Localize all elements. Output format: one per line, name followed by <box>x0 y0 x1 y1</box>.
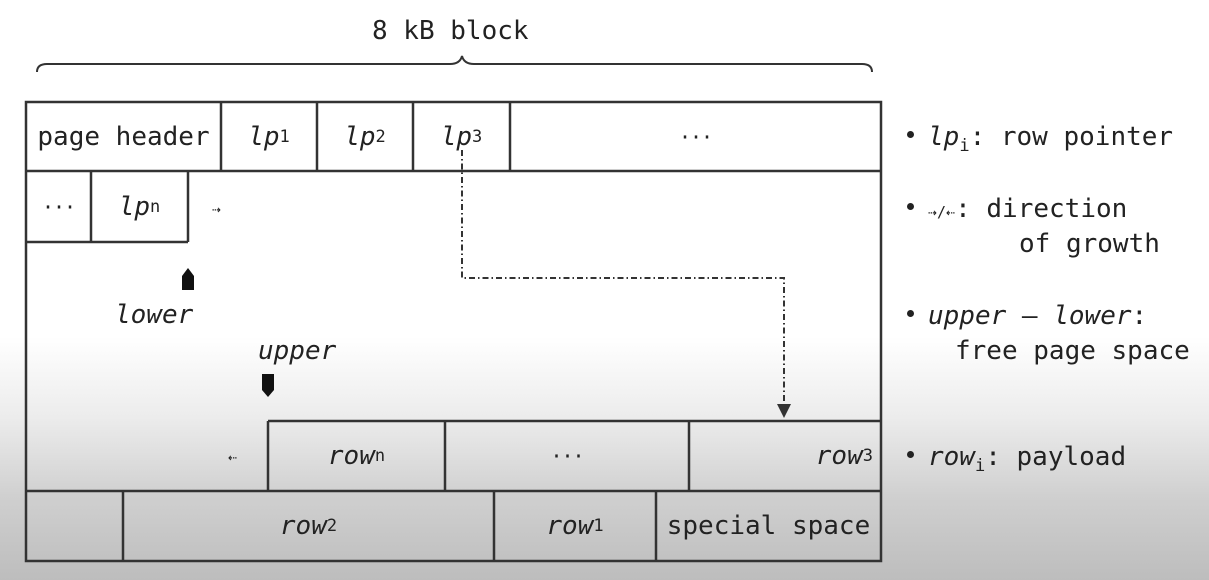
pointer-arrowhead <box>777 404 791 418</box>
special-space-label: special space <box>666 511 871 541</box>
legend-growth-direction: ⇢/⇠: direction <box>907 192 1127 230</box>
block-title: 8 kB block <box>372 16 529 46</box>
growth-left-arrow: ⇠ <box>228 448 238 466</box>
bullet-icon <box>907 203 914 210</box>
legend-free-space: upper – lower: <box>907 299 1147 334</box>
upper-label: upper <box>258 336 337 366</box>
lp1-label: lp <box>248 121 280 152</box>
rown-subscript: n <box>374 446 386 466</box>
legend-lp-desc: : row pointer <box>969 122 1174 152</box>
bullet-icon <box>907 131 914 138</box>
lp3-subscript: 3 <box>472 126 483 147</box>
page-header-label: page header <box>37 121 210 152</box>
row3-subscript: 3 <box>862 446 873 466</box>
lower-label: lower <box>115 300 194 330</box>
upper-marker <box>262 374 274 397</box>
row1-subscript: 1 <box>593 516 604 536</box>
legend-growth-desc-1: : direction <box>955 194 1128 224</box>
row2-label: row <box>279 511 327 541</box>
lp2-label: lp <box>344 121 376 152</box>
rown-label: row <box>327 441 375 471</box>
legend-row-desc: : payload <box>985 442 1127 472</box>
lp3-label: lp <box>440 121 473 152</box>
block-brace <box>36 55 873 73</box>
bullet-icon <box>907 451 914 458</box>
legend-free-space-line2: free page space <box>955 336 1190 366</box>
row2-subscript: 2 <box>326 516 338 536</box>
legend-lower: lower <box>1053 301 1132 331</box>
lower-marker <box>182 268 194 290</box>
row3-label: row <box>815 441 863 471</box>
bullet-icon <box>907 310 914 317</box>
legend-row-pointer: lpi: row pointer <box>907 120 1173 164</box>
lp3-to-row3-pointer <box>461 150 785 408</box>
rows-ellipsis-cell: ··· <box>550 444 584 468</box>
legend-growth-symbol: ⇢/⇠ <box>928 203 956 221</box>
legend-upper: upper <box>928 301 1007 331</box>
legend-payload: rowi: payload <box>907 440 1126 484</box>
lp1-subscript: 1 <box>279 126 290 147</box>
legend-growth-direction-line2: of growth <box>1019 229 1160 259</box>
block-outline <box>24 100 883 563</box>
growth-right-arrow: ⇢ <box>212 200 222 218</box>
lp-ellipsis-cell: ··· <box>41 194 76 219</box>
legend-row-subscript: i <box>974 456 986 477</box>
lpn-subscript: n <box>150 196 161 217</box>
lpn-label: lp <box>118 191 151 222</box>
row1-label: row <box>546 511 594 541</box>
legend-row-symbol: row <box>928 442 975 472</box>
legend-colon: : <box>1131 301 1148 331</box>
legend-lp-symbol: lp <box>928 122 960 152</box>
header-ellipsis-cell: ··· <box>678 124 713 149</box>
legend-lp-subscript: i <box>959 136 970 157</box>
special-space-cell: special space <box>656 491 881 561</box>
page-header-cell: page header <box>26 102 221 171</box>
lp2-subscript: 2 <box>375 126 386 147</box>
legend-dash: – <box>1006 301 1054 331</box>
